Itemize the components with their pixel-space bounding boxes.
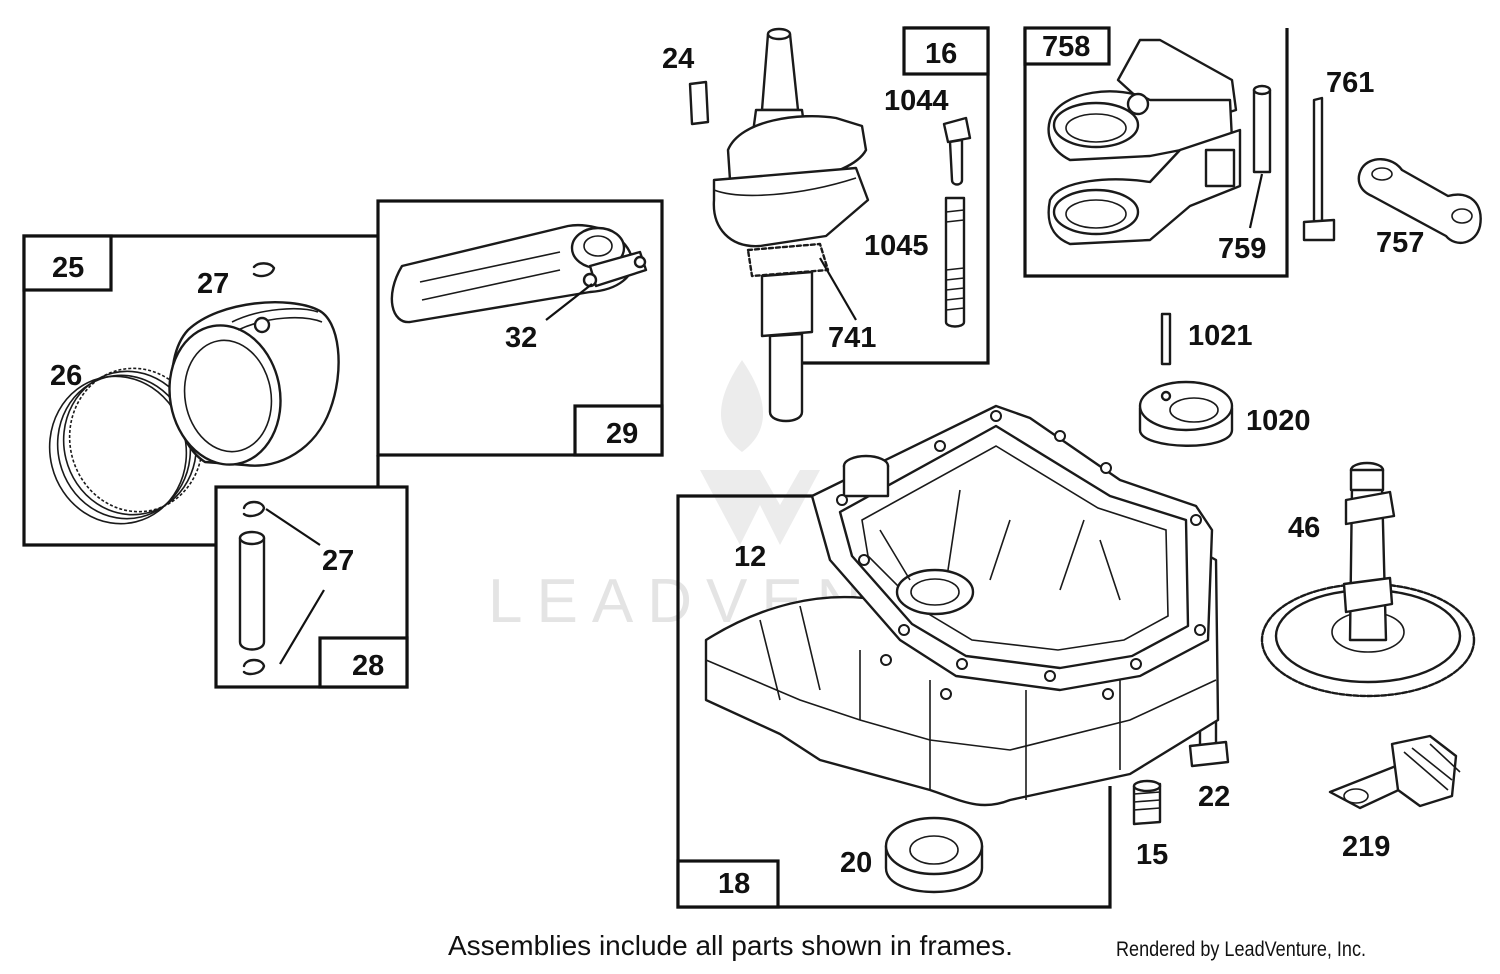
callout-12: 12 [734, 541, 766, 573]
callout-32: 32 [505, 322, 537, 354]
callout-20: 20 [840, 847, 872, 879]
frame-piston-pin: 28 [214, 485, 409, 689]
frame-label-governor-bracket: 758 [1042, 31, 1090, 63]
link-757 [1357, 158, 1482, 245]
frame-label-crankshaft: 16 [925, 38, 957, 70]
retainer-clip-top [252, 262, 276, 278]
screw-761 [1302, 96, 1336, 242]
connecting-rod [390, 224, 648, 324]
plug-15 [1132, 779, 1162, 826]
frame-label-connecting-rod: 29 [606, 418, 638, 450]
frame-connecting-rod: 29 [376, 199, 664, 457]
crankcase-sump [704, 404, 1220, 807]
piston-pin [238, 500, 266, 676]
camshaft [1260, 461, 1476, 698]
screw-1044 [942, 116, 972, 186]
callout-27-pin: 27 [322, 545, 354, 577]
callout-26: 26 [50, 360, 82, 392]
spacer-1020 [1138, 380, 1234, 447]
crankshaft [712, 27, 870, 423]
frame-label-piston: 25 [52, 252, 84, 284]
frame-governor-bracket: 758 [1023, 26, 1289, 278]
callout-759: 759 [1218, 233, 1266, 265]
callout-219: 219 [1342, 831, 1390, 863]
footer-credit: Rendered by LeadVenture, Inc. [1116, 938, 1367, 961]
frame-sump: 18 [676, 494, 1112, 909]
frame-label-sump: 18 [718, 868, 750, 900]
frame-piston: 25 [22, 234, 380, 547]
callout-46: 46 [1288, 512, 1320, 544]
key-24 [688, 80, 710, 126]
frame-label-piston-pin: 28 [352, 650, 384, 682]
callout-757: 757 [1376, 227, 1424, 259]
callout-1045: 1045 [864, 230, 929, 262]
callout-22: 22 [1198, 781, 1230, 813]
callout-1021: 1021 [1188, 320, 1253, 352]
callout-741: 741 [828, 322, 876, 354]
oil-seal-20 [884, 816, 984, 894]
callout-1020: 1020 [1246, 405, 1311, 437]
stud-1045 [944, 196, 966, 328]
piston [168, 301, 340, 467]
governor-bracket [1047, 38, 1242, 246]
pin-759 [1252, 84, 1272, 174]
governor-linkage-219 [1328, 734, 1461, 810]
pin-1021 [1160, 312, 1172, 366]
callout-761: 761 [1326, 67, 1374, 99]
callout-24: 24 [662, 43, 694, 75]
footer-note: Assemblies include all parts shown in fr… [448, 930, 1013, 961]
callout-15: 15 [1136, 839, 1168, 871]
callout-27-top: 27 [197, 268, 229, 300]
callout-1044: 1044 [884, 85, 949, 117]
frame-crankshaft: 16 [800, 26, 990, 365]
